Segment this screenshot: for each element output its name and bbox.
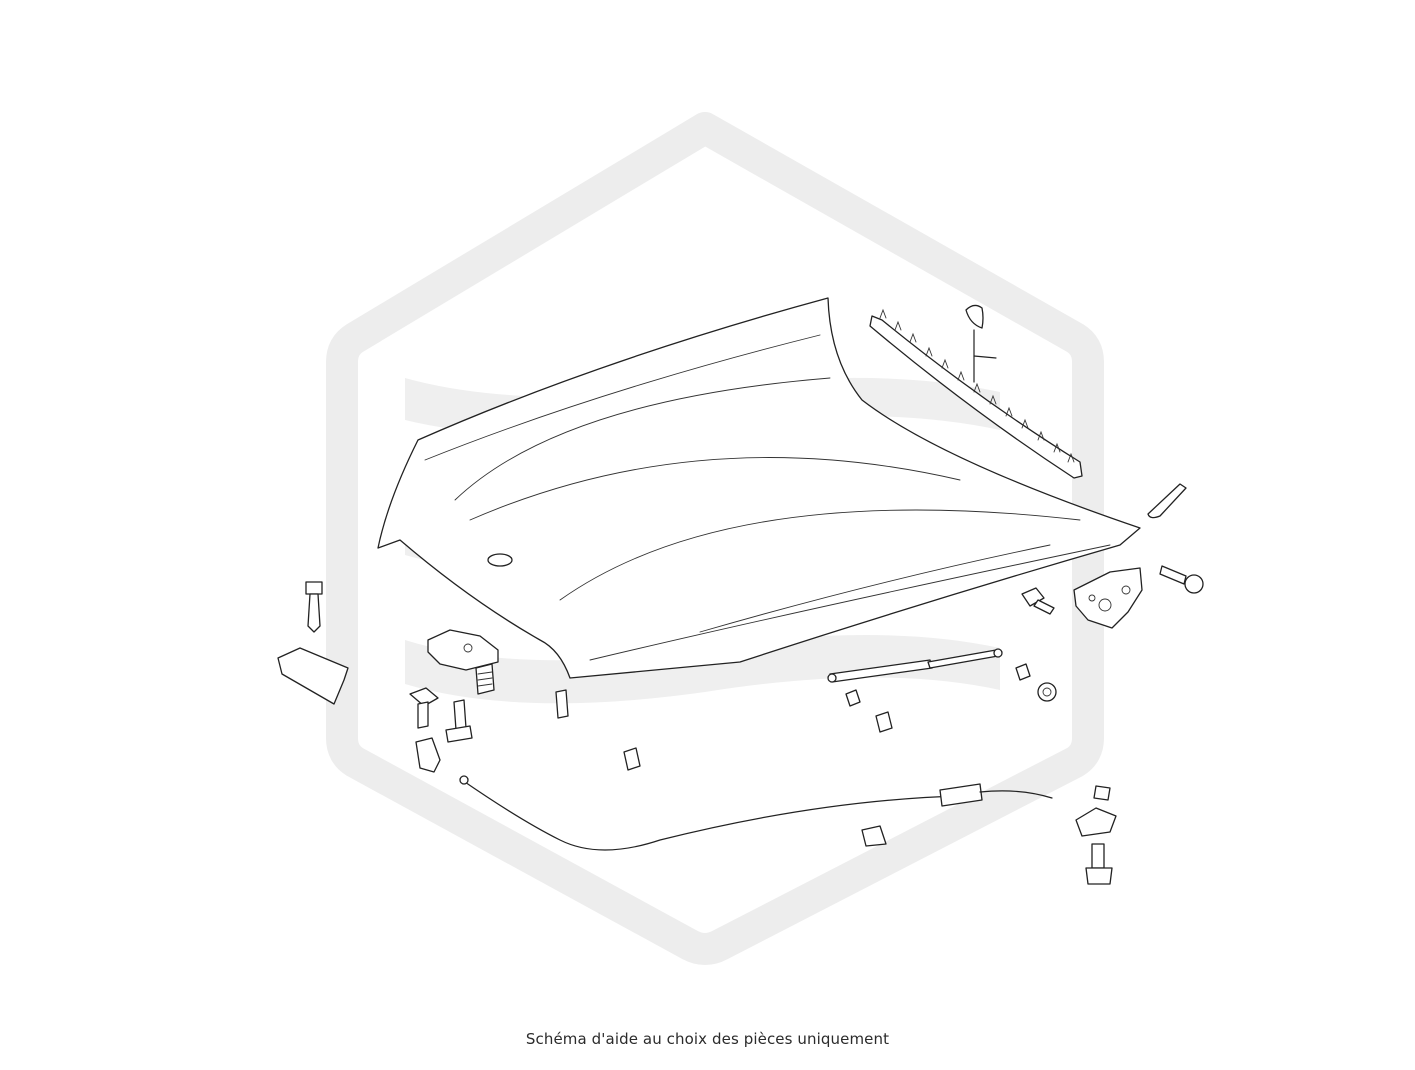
rubber-buffer [623, 747, 641, 771]
push-pin [305, 581, 323, 633]
release-handle [1075, 785, 1117, 837]
seal-strip [869, 304, 1083, 479]
hood-panel [377, 297, 1141, 679]
hood-latch [427, 629, 499, 695]
latch-bolt [409, 687, 439, 729]
bump-stop [555, 689, 569, 719]
gas-strut [827, 648, 1003, 683]
latch-screw [445, 699, 473, 743]
latch-catch [415, 737, 441, 773]
hinge-screw [1021, 587, 1055, 615]
hinge-bolt [1159, 565, 1204, 594]
hood-hinge [1073, 567, 1143, 629]
strut-ball-stud [1015, 663, 1031, 681]
handle-screw [1085, 843, 1113, 885]
ball-stud [845, 689, 861, 707]
clip-nut [875, 711, 893, 733]
support-bracket [1147, 483, 1187, 519]
cable-clip [861, 825, 887, 847]
washer [1037, 682, 1057, 702]
diagram-caption: Schéma d'aide au choix des pièces unique… [525, 1030, 890, 1048]
release-cable [459, 775, 1053, 851]
left-bracket [277, 647, 349, 705]
